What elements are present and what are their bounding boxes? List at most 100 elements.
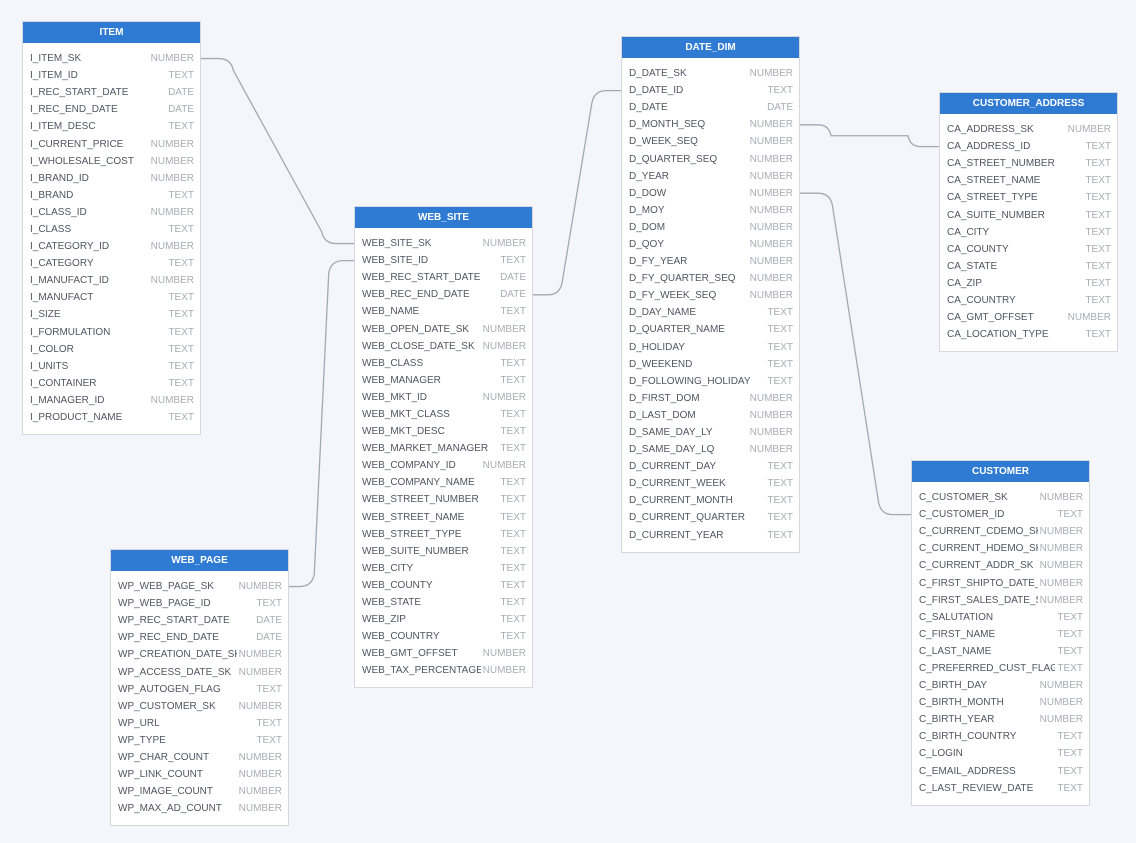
table-header[interactable]: WEB_SITE [355,207,532,228]
table-header[interactable]: CUSTOMER [912,461,1089,482]
relation-link[interactable] [289,259,354,588]
relation-link[interactable] [800,192,911,516]
table-header[interactable]: ITEM [23,22,200,43]
relation-link[interactable] [800,124,939,148]
relation-link[interactable] [201,57,354,245]
table-header[interactable]: WEB_PAGE [111,550,288,571]
